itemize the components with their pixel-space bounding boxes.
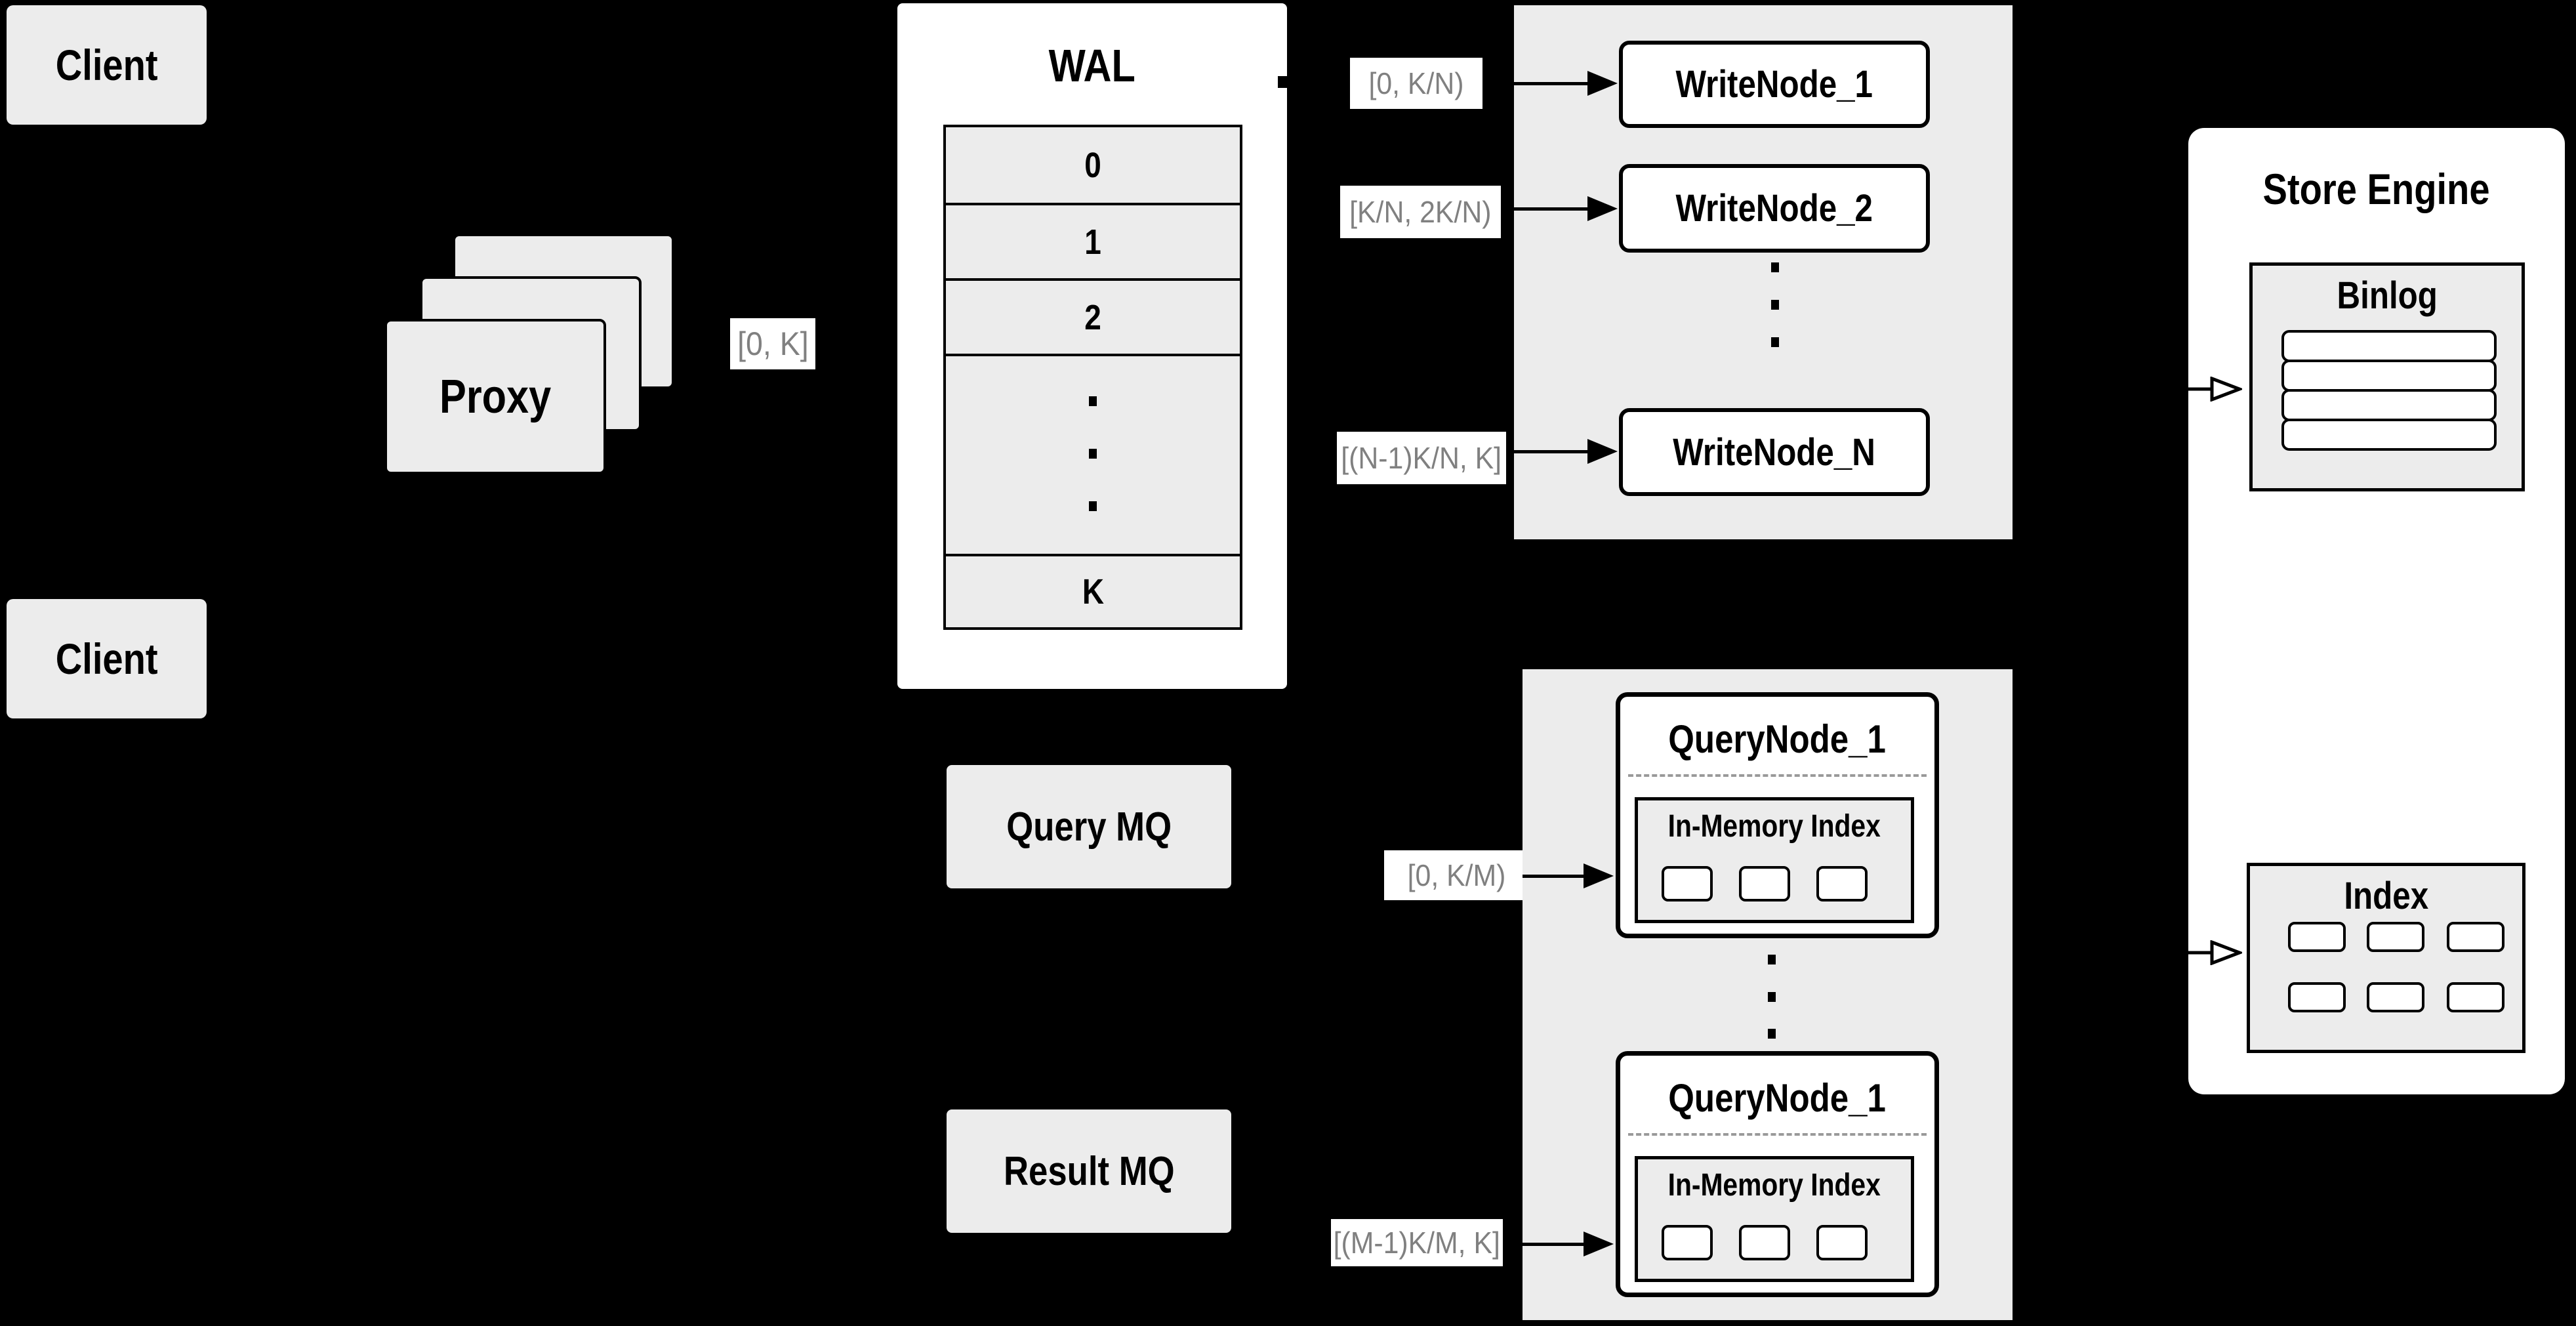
binlog-row xyxy=(2281,330,2497,362)
arrow-to-write-node-2 xyxy=(1514,196,1618,221)
write-range-chip-n-label: [(N-1)K/N, K] xyxy=(1341,441,1502,475)
arrow-to-query-node-2 xyxy=(1523,1232,1614,1256)
arrow-to-write-node-1 xyxy=(1514,71,1618,96)
segment-cell xyxy=(1739,866,1790,901)
wal-title-wrap: WAL xyxy=(897,39,1287,92)
arrow-to-binlog xyxy=(2188,376,2245,402)
wal-row-0: 0 xyxy=(946,127,1240,203)
wal-title: WAL xyxy=(1048,40,1136,91)
wal-row-ellipsis xyxy=(946,354,1240,554)
ellipsis-dot xyxy=(1768,992,1776,1002)
index-cell xyxy=(2447,922,2504,952)
segment-cell xyxy=(1662,1225,1713,1260)
index-title: Index xyxy=(2344,875,2428,917)
query-node-2-title-wrap: QueryNode_1 xyxy=(1620,1075,1934,1121)
write-node-n-label: WriteNode_N xyxy=(1673,430,1876,474)
index-cell xyxy=(2447,982,2504,1012)
ellipsis-dot xyxy=(1089,396,1097,406)
wal-row-0-label: 0 xyxy=(1084,145,1101,185)
arrow-to-write-node-n xyxy=(1514,439,1618,464)
ellipsis-dot xyxy=(1089,501,1097,511)
arrow-to-query-node-1 xyxy=(1523,863,1614,888)
index-cell xyxy=(2367,922,2424,952)
client-top-label: Client xyxy=(55,41,158,89)
store-engine-title-wrap: Store Engine xyxy=(2188,164,2565,214)
index-cell xyxy=(2288,922,2346,952)
query-node-1-divider xyxy=(1628,774,1927,777)
write-node-1: WriteNode_1 xyxy=(1619,41,1930,128)
store-engine-title: Store Engine xyxy=(2262,165,2491,213)
query-node-2-divider xyxy=(1628,1133,1927,1136)
in-memory-index-2-label: In-Memory Index xyxy=(1667,1168,1881,1203)
binlog-row xyxy=(2281,419,2497,451)
client-box-top: Client xyxy=(7,5,207,125)
wal-row-k-label: K xyxy=(1082,572,1104,611)
segment-cell xyxy=(1662,866,1713,901)
proxy-card-front: Proxy xyxy=(384,319,606,474)
wal-row-2: 2 xyxy=(946,278,1240,354)
wal-ellipsis-dots xyxy=(1089,390,1097,521)
wal-table: 0 1 2 K xyxy=(943,125,1242,630)
proxy-label: Proxy xyxy=(439,370,552,423)
write-node-panel: WriteNode_1 WriteNode_2 WriteNode_N xyxy=(1514,5,2013,539)
write-range-chip-2: [K/N, 2K/N) xyxy=(1340,186,1501,238)
write-node-n: WriteNode_N xyxy=(1619,408,1930,496)
write-node-2: WriteNode_2 xyxy=(1619,164,1930,253)
ellipsis-dot xyxy=(1771,300,1779,310)
write-node-2-label: WriteNode_2 xyxy=(1675,187,1873,230)
binlog-title: Binlog xyxy=(2337,274,2438,317)
client-bottom-label: Client xyxy=(55,634,158,683)
segment-cell xyxy=(1739,1225,1790,1260)
write-range-chip-n: [(N-1)K/N, K] xyxy=(1337,432,1506,484)
write-range-chip-1-label: [0, K/N) xyxy=(1368,66,1464,100)
wal-row-2-label: 2 xyxy=(1084,297,1101,337)
client-box-bottom: Client xyxy=(7,599,207,718)
binlog-box: Binlog xyxy=(2249,262,2525,491)
wal-row-1-label: 1 xyxy=(1084,222,1101,262)
arrow-to-index xyxy=(2188,940,2245,966)
binlog-row xyxy=(2281,389,2497,421)
store-engine-panel: Store Engine Binlog Index xyxy=(2188,128,2565,1094)
query-node-1-title-wrap: QueryNode_1 xyxy=(1620,716,1934,762)
hidden-arrow-tip xyxy=(1278,76,1288,88)
proxy-range-chip: [0, K] xyxy=(730,318,815,369)
index-box: Index xyxy=(2247,863,2525,1053)
query-node-2-title: QueryNode_1 xyxy=(1668,1076,1887,1120)
segment-cell xyxy=(1816,866,1868,901)
query-range-chip-1: [0, K/M) xyxy=(1384,850,1530,900)
index-cell xyxy=(2288,982,2346,1012)
query-range-chip-m: [(M-1)K/M, K] xyxy=(1331,1219,1503,1266)
binlog-row xyxy=(2281,360,2497,392)
query-range-chip-1-label: [0, K/M) xyxy=(1408,858,1506,892)
segment-cell xyxy=(1816,1225,1868,1260)
ellipsis-dot xyxy=(1768,955,1776,964)
query-node-panel: QueryNode_1 In-Memory Index QueryNode_1 xyxy=(1523,669,2013,1320)
query-mq-box: Query MQ xyxy=(947,765,1231,888)
result-mq-box: Result MQ xyxy=(947,1109,1231,1233)
index-cell xyxy=(2367,982,2424,1012)
write-range-chip-2-label: [K/N, 2K/N) xyxy=(1349,195,1492,229)
result-mq-label: Result MQ xyxy=(1003,1148,1175,1194)
write-node-1-label: WriteNode_1 xyxy=(1675,63,1873,106)
ellipsis-dot xyxy=(1771,337,1779,347)
query-range-chip-m-label: [(M-1)K/M, K] xyxy=(1333,1226,1501,1260)
wal-row-1: 1 xyxy=(946,203,1240,278)
query-mq-label: Query MQ xyxy=(1006,804,1172,850)
query-node-2: QueryNode_1 In-Memory Index xyxy=(1616,1051,1939,1297)
ellipsis-dot xyxy=(1771,262,1779,272)
in-memory-index-2: In-Memory Index xyxy=(1635,1156,1914,1282)
query-node-1-title: QueryNode_1 xyxy=(1668,717,1887,761)
ellipsis-dot xyxy=(1768,1029,1776,1039)
proxy-range-chip-label: [0, K] xyxy=(737,325,809,362)
wal-row-k: K xyxy=(946,554,1240,627)
in-memory-index-1-label: In-Memory Index xyxy=(1667,809,1881,844)
in-memory-index-1: In-Memory Index xyxy=(1635,797,1914,923)
wal-panel: WAL 0 1 2 K xyxy=(897,3,1287,689)
write-range-chip-1: [0, K/N) xyxy=(1350,58,1482,109)
ellipsis-dot xyxy=(1089,448,1097,459)
query-node-1: QueryNode_1 In-Memory Index xyxy=(1616,692,1939,938)
